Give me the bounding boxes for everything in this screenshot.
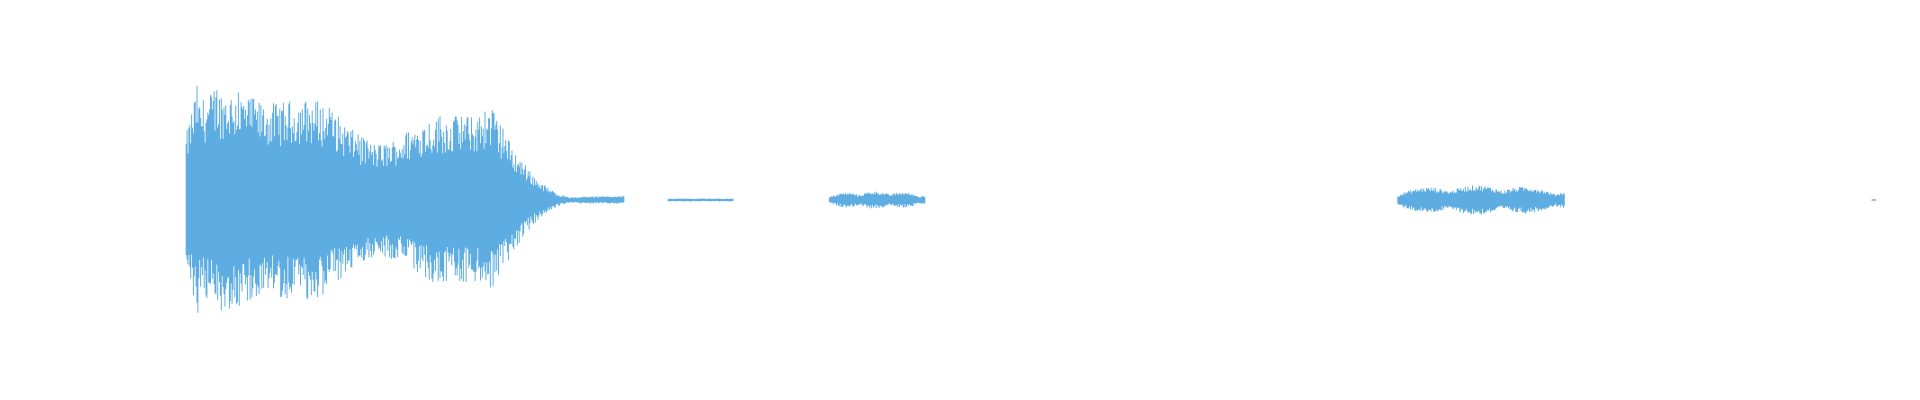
waveform-burst-1 xyxy=(185,86,580,313)
waveform-burst-2 xyxy=(828,191,926,209)
waveform-noise-1 xyxy=(667,198,734,202)
waveform-burst-3 xyxy=(1397,185,1565,215)
waveform-blip-1 xyxy=(1871,199,1877,201)
waveform-tail-1 xyxy=(579,196,625,204)
waveform-bars xyxy=(185,86,1877,313)
